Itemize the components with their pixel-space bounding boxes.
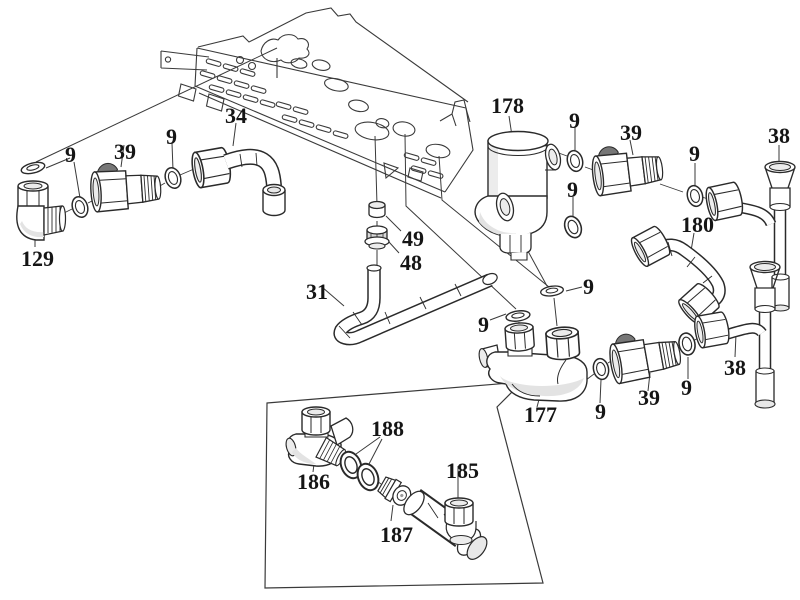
inset-box — [264, 381, 544, 589]
part-label-178: 178 — [491, 93, 524, 118]
part-label-9-7: 9 — [478, 312, 489, 337]
washer-9-before-pipe38a — [684, 183, 706, 209]
part-39-bottom-drawing — [605, 324, 684, 386]
part-177-drawing — [478, 321, 588, 402]
oring-9-left — [68, 193, 92, 221]
part-178-drawing — [474, 130, 562, 261]
part-label-9-1: 9 — [65, 142, 76, 167]
part-label-187: 187 — [380, 522, 413, 547]
part-label-9-9: 9 — [681, 375, 692, 400]
part-label-49: 49 — [402, 226, 424, 251]
part-label-177: 177 — [524, 402, 557, 427]
washer-9-177-right — [539, 284, 565, 298]
part-label-31: 31 — [306, 279, 328, 304]
washer-9-177-axis — [590, 356, 612, 382]
part-label-9-3: 9 — [569, 108, 580, 133]
part-label-9-5: 9 — [567, 177, 578, 202]
part-48-drawing — [364, 225, 390, 250]
washer-9-177-left — [504, 308, 532, 324]
part-129-drawing — [16, 180, 67, 241]
part-label-39-1: 39 — [114, 139, 136, 164]
washer-9-178-right — [564, 148, 586, 174]
part-label-180: 180 — [681, 212, 714, 237]
part-39-topright-drawing — [588, 139, 666, 198]
part-38-lower-drawing — [692, 260, 781, 409]
part-label-39-3: 39 — [638, 385, 660, 410]
part-label-38-1: 38 — [768, 123, 790, 148]
panel-louver-slots — [199, 58, 444, 179]
part-label-39-2: 39 — [620, 120, 642, 145]
part-label-38-2: 38 — [724, 355, 746, 380]
part-label-186: 186 — [297, 469, 330, 494]
part-187-drawing — [377, 476, 412, 506]
part-label-9-8: 9 — [595, 399, 606, 424]
part-label-129: 129 — [21, 246, 54, 271]
part-180-drawing — [627, 223, 726, 328]
mounting-panel-drawing — [160, 7, 474, 199]
part-186-drawing — [285, 406, 354, 467]
part-185-drawing — [403, 489, 488, 560]
washer-9-178-bottom — [560, 213, 586, 241]
part-label-48: 48 — [400, 250, 422, 275]
washer-9-topleft — [19, 159, 47, 177]
part-label-9-2: 9 — [166, 124, 177, 149]
part-label-9-4: 9 — [689, 141, 700, 166]
leader-lines — [34, 47, 780, 522]
part-label-185: 185 — [446, 458, 479, 483]
washer-9-left2 — [161, 164, 185, 192]
part-31-drawing — [333, 264, 498, 346]
part-label-188: 188 — [371, 416, 404, 441]
part-34-drawing — [189, 146, 286, 217]
part-label-34: 34 — [225, 103, 247, 128]
part-49-drawing — [368, 200, 386, 219]
part-label-9-6: 9 — [583, 274, 594, 299]
part-39-left-drawing — [88, 159, 163, 213]
